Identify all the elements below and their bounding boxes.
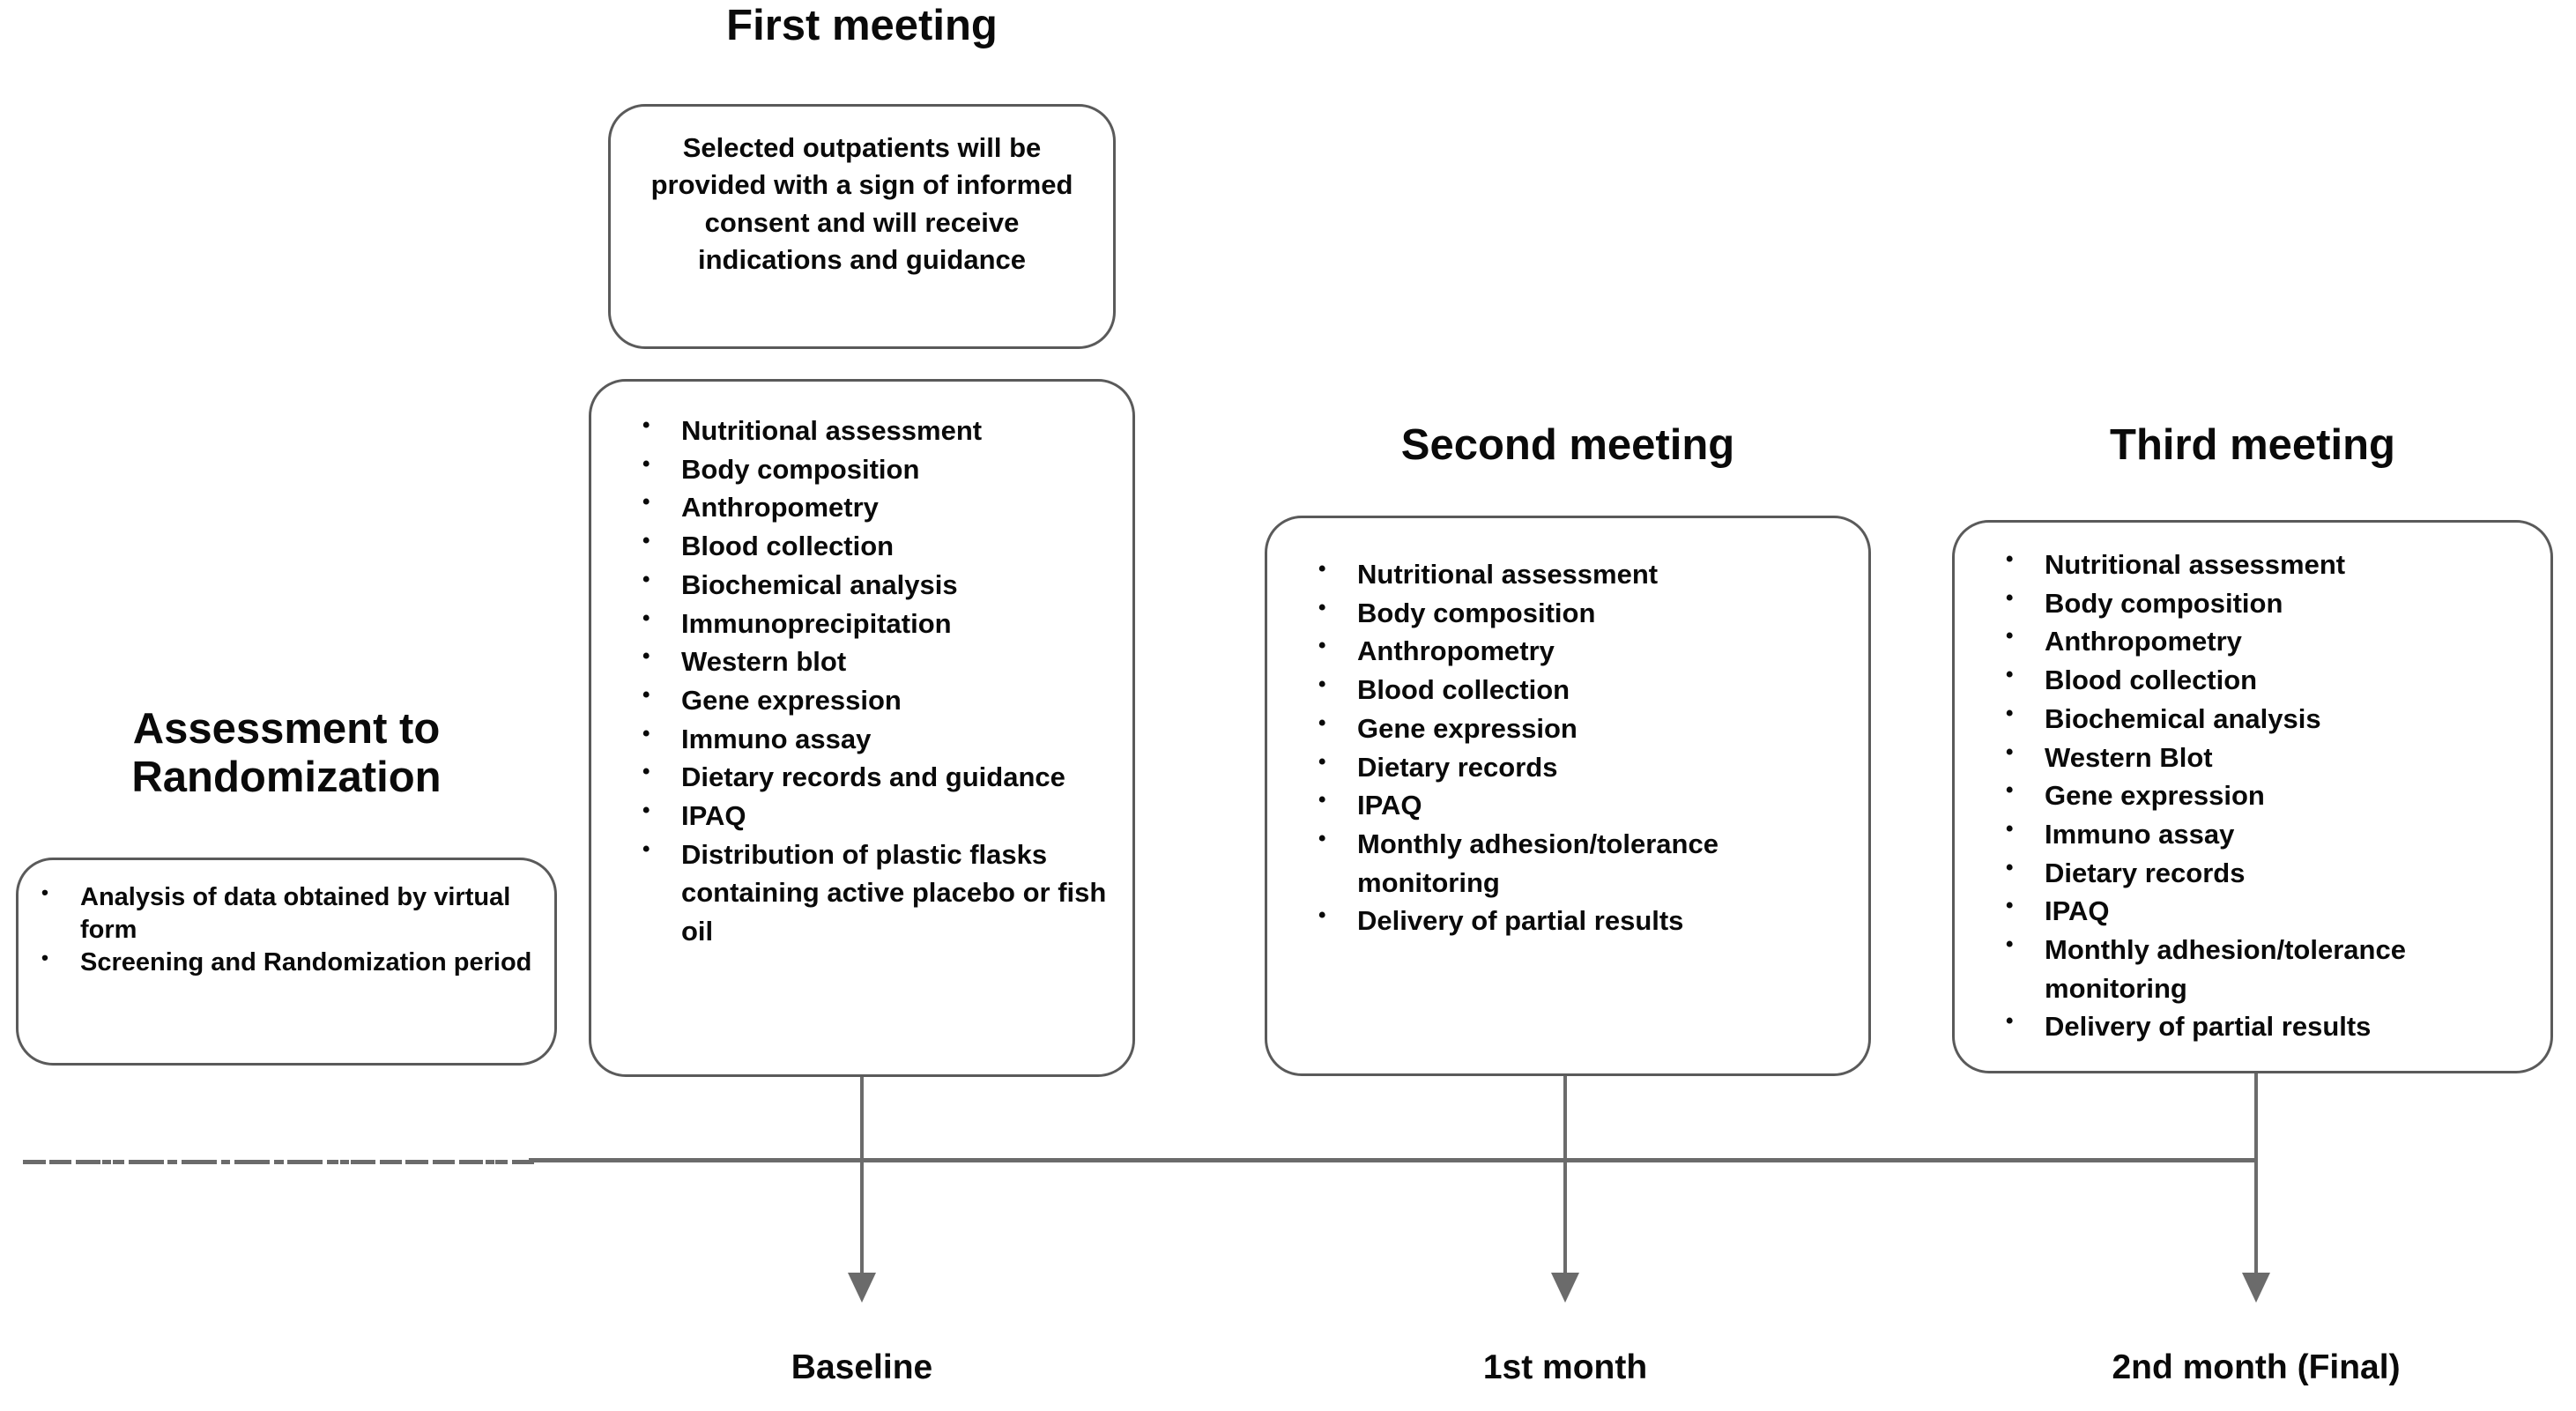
timeline-label-first-month: 1st month [1482, 1348, 1648, 1386]
first-month-arrow-icon [1551, 1273, 1579, 1303]
list-item: Anthropometry [637, 487, 1118, 527]
baseline-arrow-icon [848, 1273, 876, 1303]
list-item: Western blot [637, 642, 1118, 681]
list-item: Nutritional assessment [1313, 554, 1854, 594]
assessment-randomization-title: Assessment to Randomization [131, 705, 442, 801]
list-item: Dietary records and guidance [637, 757, 1118, 797]
list-item: Body composition [2001, 583, 2540, 623]
timeline-label-second-month: 2nd month (Final) [2112, 1348, 2401, 1386]
second-meeting-list: Nutritional assessment Body composition … [1313, 554, 1854, 940]
list-item: Delivery of partial results [1313, 901, 1854, 940]
assessment-randomization-list: Analysis of data obtained by virtual for… [36, 880, 542, 979]
list-item: Monthly adhesion/tolerance monitoring [2001, 930, 2540, 1007]
list-item: Western Blot [2001, 738, 2540, 777]
list-item: Anthropometry [1313, 631, 1854, 671]
list-item: Analysis of data obtained by virtual for… [36, 880, 542, 947]
list-item: Immuno assay [637, 719, 1118, 759]
list-item: Body composition [637, 449, 1118, 489]
list-item: Biochemical analysis [2001, 699, 2540, 739]
list-item: Dietary records [1313, 747, 1854, 787]
informed-consent-text: Selected outpatients will be provided wi… [650, 132, 1073, 276]
timeline-solid-segment [529, 1158, 2258, 1162]
assessment-randomization-box: Analysis of data obtained by virtual for… [16, 858, 557, 1066]
list-item: Nutritional assessment [2001, 545, 2540, 584]
list-item: Nutritional assessment [637, 411, 1118, 450]
list-item: Gene expression [637, 680, 1118, 720]
list-item: Monthly adhesion/tolerance monitoring [1313, 824, 1854, 902]
list-item: Biochemical analysis [637, 565, 1118, 605]
third-meeting-list: Nutritional assessment Body composition … [2001, 545, 2540, 1046]
first-meeting-title: First meeting [726, 2, 998, 49]
list-item: Immunoprecipitation [637, 604, 1118, 643]
first-month-connector-line [1563, 1076, 1567, 1274]
list-item: Dietary records [2001, 853, 2540, 893]
list-item: Blood collection [2001, 660, 2540, 700]
list-item: IPAQ [637, 796, 1118, 835]
list-item: Anthropometry [2001, 621, 2540, 661]
list-item: Blood collection [1313, 670, 1854, 709]
list-item: Delivery of partial results [2001, 1006, 2540, 1046]
second-month-connector-line [2254, 1073, 2258, 1274]
informed-consent-box: Selected outpatients will be provided wi… [608, 104, 1116, 349]
list-item: Immuno assay [2001, 814, 2540, 854]
list-item: Gene expression [2001, 776, 2540, 815]
second-meeting-procedures-box: Nutritional assessment Body composition … [1265, 516, 1871, 1076]
list-item: Gene expression [1313, 709, 1854, 748]
timeline-label-baseline: Baseline [791, 1348, 933, 1386]
list-item: Screening and Randomization period [36, 946, 542, 979]
list-item: IPAQ [1313, 785, 1854, 825]
first-meeting-list: Nutritional assessment Body composition … [637, 411, 1118, 951]
third-meeting-title: Third meeting [2110, 421, 2395, 469]
second-meeting-title: Second meeting [1400, 421, 1735, 469]
third-meeting-procedures-box: Nutritional assessment Body composition … [1952, 520, 2553, 1073]
baseline-connector-line [860, 1077, 864, 1274]
list-item: Distribution of plastic flasks containin… [637, 835, 1118, 951]
list-item: Body composition [1313, 593, 1854, 633]
list-item: Blood collection [637, 526, 1118, 566]
first-meeting-procedures-box: Nutritional assessment Body composition … [589, 379, 1135, 1077]
second-month-arrow-icon [2242, 1273, 2270, 1303]
timeline-dashed-segment [23, 1160, 534, 1164]
list-item: IPAQ [2001, 891, 2540, 931]
